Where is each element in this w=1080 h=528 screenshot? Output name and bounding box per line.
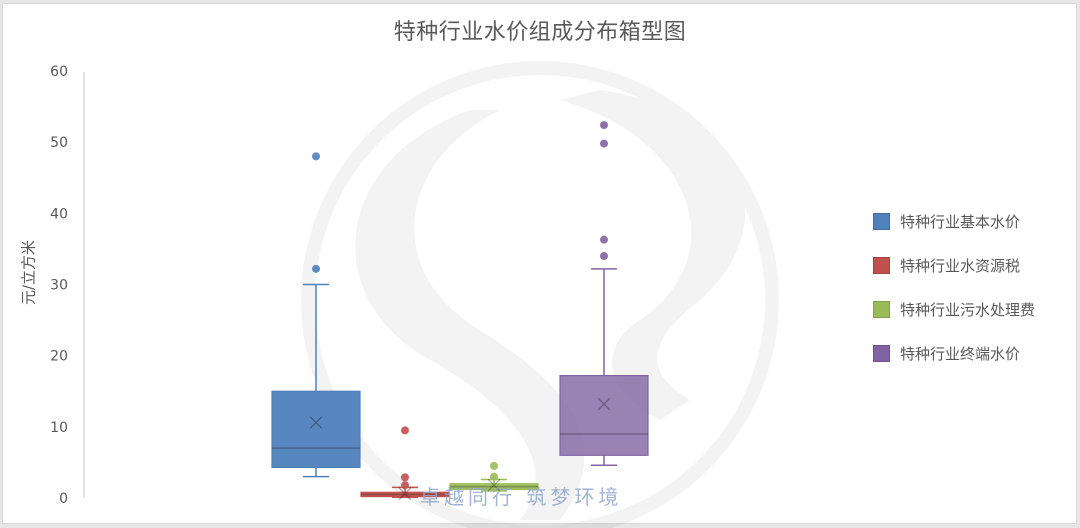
logo-watermark [301,61,779,528]
chart-title: 特种行业水价组成分布箱型图 [393,20,687,45]
legend-label: 特种行业水资源税 [900,256,1021,275]
y-tick-label: 60 [50,64,68,80]
legend: 特种行业基本水价特种行业水资源税特种行业污水处理费特种行业终端水价 [873,210,1035,386]
legend-label: 特种行业污水处理费 [900,300,1036,319]
y-tick-label: 30 [50,278,68,294]
outlier-point [490,472,498,481]
mean-marker [597,397,611,411]
legend-item-2: 特种行业水资源税 [873,254,1035,276]
box-1 [271,152,361,478]
y-tick-label: 10 [50,420,68,436]
mean-marker [398,487,412,501]
iqr-box [360,491,450,498]
legend-label: 特种行业终端水价 [900,344,1021,363]
iqr-box [271,390,361,468]
legend-label: 特种行业基本水价 [900,212,1021,231]
chart-frame [2,3,1077,524]
y-tick-label: 20 [50,349,68,365]
legend-swatch [873,212,890,230]
legend-swatch [873,344,890,362]
mean-marker [309,416,323,430]
outlier-point [600,252,608,261]
legend-swatch [873,256,890,274]
outlier-point [401,473,409,482]
outlier-point [401,481,409,490]
legend-item-3: 特种行业污水处理费 [873,298,1035,320]
y-tick-label: 50 [50,135,68,151]
outlier-point [600,121,608,130]
outlier-point [312,264,320,273]
iqr-box [559,374,649,456]
outlier-point [600,235,608,244]
mean-marker [487,478,501,492]
box-series-group [271,121,649,501]
box-3 [449,461,539,492]
y-axis-ticks: 0 10 20 30 40 50 60 [50,64,68,507]
outlier-point [312,152,320,161]
legend-item-4: 特种行业终端水价 [873,342,1035,364]
outlier-point [600,139,608,148]
box-2 [360,426,450,501]
box-4 [559,121,649,467]
y-tick-label: 40 [50,206,68,222]
legend-item-1: 特种行业基本水价 [873,210,1035,232]
watermark-text: 卓越同行 筑梦环境 [420,485,623,509]
iqr-box [449,483,539,491]
outlier-point [490,461,498,470]
y-tick-label: 0 [59,491,68,507]
legend-swatch [873,300,890,318]
outlier-point [401,426,409,435]
